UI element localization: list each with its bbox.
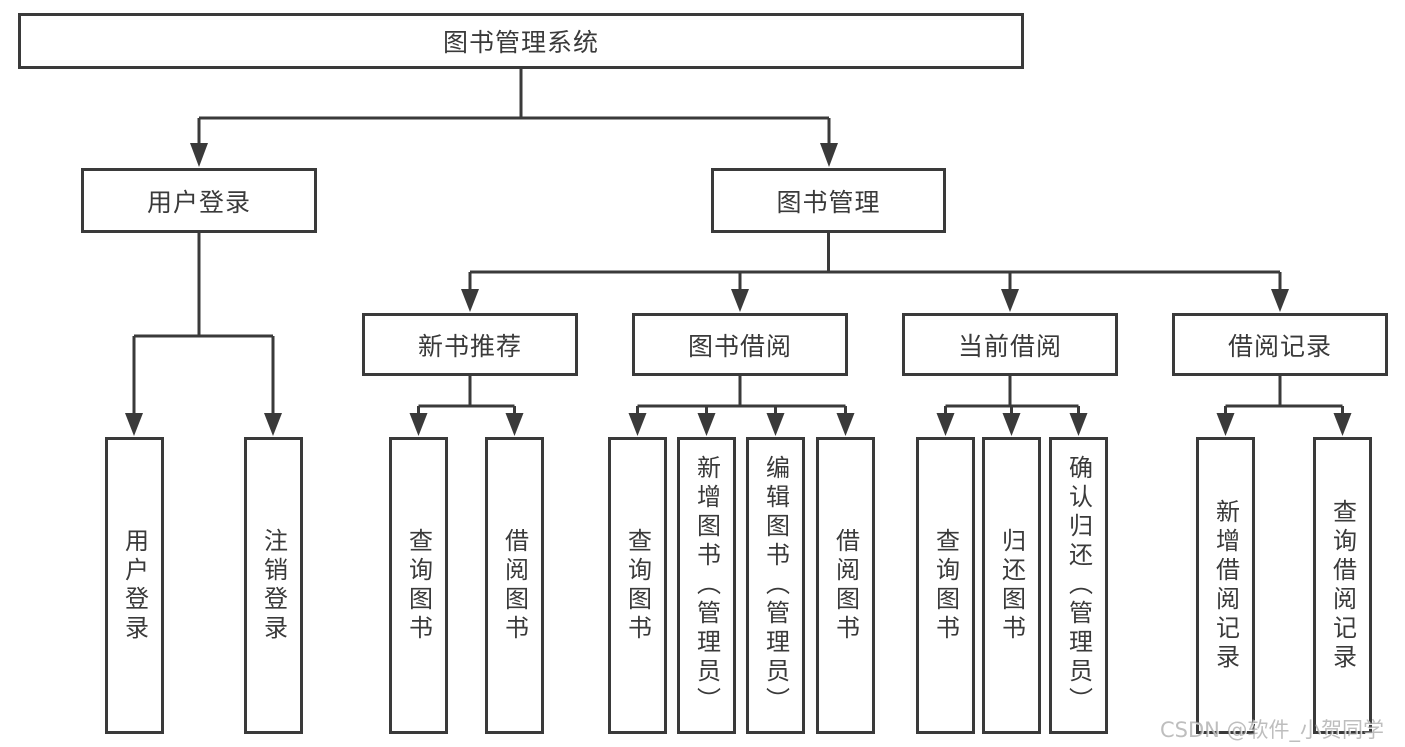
leaf-user-login: 用户登录 (105, 437, 164, 734)
node-current-borrow: 当前借阅 (902, 313, 1118, 376)
csdn-watermark: CSDN @软件_小贺同学 (1160, 718, 1385, 742)
leaf-borrow-add-book-admin: 新增图书（管理员） (677, 437, 736, 734)
leaf-logout: 注销登录 (244, 437, 303, 734)
leaf-borrow-query-book: 查询图书 (608, 437, 667, 734)
node-root: 图书管理系统 (18, 13, 1024, 69)
leaf-current-return-book: 归还图书 (982, 437, 1041, 734)
leaf-borrow-edit-book-admin: 编辑图书（管理员） (746, 437, 805, 734)
node-borrow-records: 借阅记录 (1172, 313, 1388, 376)
leaf-records-add-record: 新增借阅记录 (1196, 437, 1255, 734)
leaf-records-query-record: 查询借阅记录 (1313, 437, 1372, 734)
leaf-recommend-query-book: 查询图书 (389, 437, 448, 734)
node-user-login: 用户登录 (81, 168, 317, 233)
node-book-borrow: 图书借阅 (632, 313, 848, 376)
node-book-management: 图书管理 (711, 168, 946, 233)
node-new-book-recommend: 新书推荐 (362, 313, 578, 376)
leaf-borrow-borrow-book: 借阅图书 (816, 437, 875, 734)
leaf-current-confirm-return-admin: 确认归还（管理员） (1049, 437, 1108, 734)
leaf-recommend-borrow-book: 借阅图书 (485, 437, 544, 734)
arrowheads (125, 143, 1352, 436)
leaf-current-query-book: 查询图书 (916, 437, 975, 734)
